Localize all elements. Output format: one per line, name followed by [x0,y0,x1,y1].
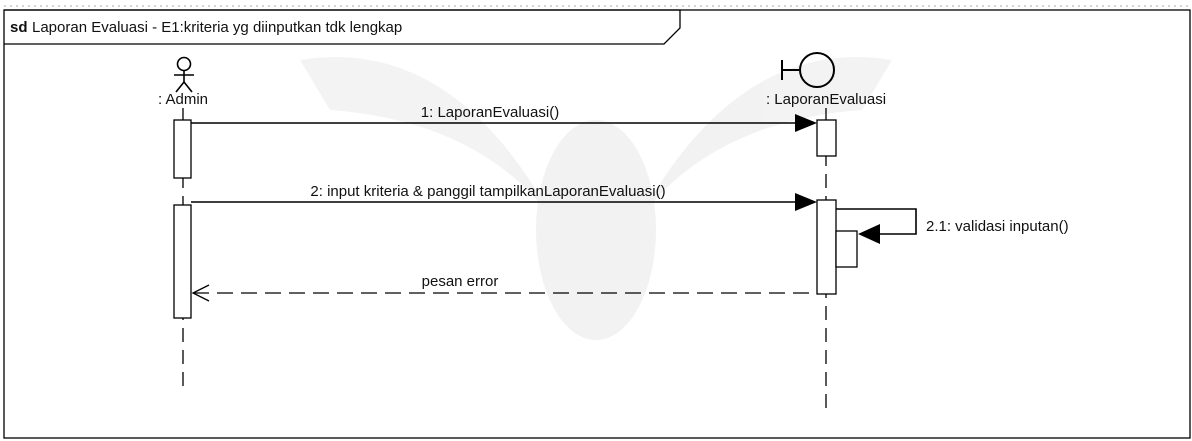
boundary-icon [781,52,835,88]
activation-admin-1 [173,119,192,179]
message-2-1-label: 2.1: validasi inputan() [926,218,1069,235]
frame-title: Laporan Evaluasi - E1:kriteria yg diinpu… [32,19,402,36]
diagram-frame: sd Laporan Evaluasi - E1:kriteria yg dii… [3,5,1191,439]
message-return-pesan-error: pesan error [191,273,817,302]
message-2-1-self-call: 2.1: validasi inputan() [836,208,1069,244]
message-2-label: 2: input kriteria & panggil tampilkanLap… [310,183,665,200]
watermark-emblem [300,57,892,340]
frame-title-tab [4,9,681,45]
boundary-laporan-evaluasi: : LaporanEvaluasi [766,52,886,108]
message-1: 1: LaporanEvaluasi() [191,104,817,132]
message-2: 2: input kriteria & panggil tampilkanLap… [191,183,817,211]
actor-admin: : Admin [158,56,208,108]
activation-laporan-evaluasi-nested [835,230,858,268]
lifeline-label-admin: : Admin [158,91,208,108]
activation-admin-2 [173,204,192,319]
frame-kind-label: sd [10,19,28,36]
message-1-label: 1: LaporanEvaluasi() [421,104,559,121]
message-return-label: pesan error [422,273,499,290]
activation-laporan-evaluasi-1 [816,119,837,157]
lifeline-label-laporan-evaluasi: : LaporanEvaluasi [766,91,886,108]
activation-laporan-evaluasi-2 [816,199,837,295]
actor-icon [174,56,194,93]
